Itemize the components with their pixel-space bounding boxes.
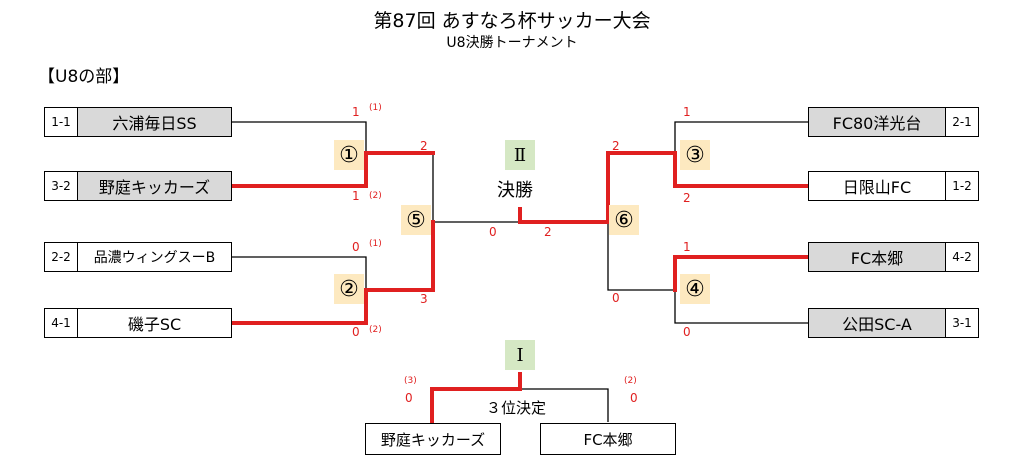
win-m2 [230,220,435,325]
match-1-badge: ① [334,140,364,170]
seed-right-1: 2-1 [945,107,979,137]
team-right-3: FC本郷 [808,242,946,272]
score-m5-bot: 3 [420,292,428,306]
win-third [430,372,522,424]
seed-left-3: 2-2 [44,242,78,272]
match-3-badge: ③ [680,140,710,170]
line-r4 [674,290,808,324]
page-title: 第87回 あすなろ杯サッカー大会 [373,10,651,32]
line-m6-bottom [607,222,675,291]
third-round-badge: Ⅰ [505,340,535,370]
line-l3 [232,256,367,290]
team-right-2: 日限山FC [808,171,946,201]
seed-left-4: 4-1 [44,308,78,338]
team-left-1: 六浦毎日SS [77,107,232,137]
team-left-2: 野庭キッカーズ [77,171,232,201]
seed-right-4: 3-1 [945,308,979,338]
third-team-left: 野庭キッカーズ [365,423,501,455]
line-l1 [232,121,367,153]
match-5-badge: ⑤ [401,205,431,235]
team-left-3: 品濃ウィングスーB [77,242,232,272]
section-label: 【U8の部】 [38,67,130,87]
score-final-right: 2 [544,225,552,239]
win-m1 [230,151,435,188]
seed-left-2: 3-2 [44,171,78,201]
team-right-4: 公田SC-A [808,308,946,338]
line-r1 [674,121,808,153]
score-m6-bot: 0 [612,291,620,305]
pk-third-left: (3) [404,376,417,386]
match-6-badge: ⑥ [609,205,639,235]
seed-left-1: 1-1 [44,107,78,137]
seed-right-2: 1-2 [945,171,979,201]
team-left-4: 磯子SC [77,308,232,338]
match-2-badge: ② [334,274,364,304]
final-label: 決勝 [497,180,533,201]
score-m5-top: 2 [420,139,428,153]
score-third-left: 0 [405,391,413,405]
pk-m2-bot: (2) [369,325,382,335]
third-label: ３位決定 [486,399,547,417]
match-4-badge: ④ [680,274,710,304]
score-m2-top: 0 [352,240,360,254]
pk-m1-bot: (2) [369,191,382,201]
score-final-left: 0 [489,225,497,239]
pk-m1-top: (1) [369,103,382,113]
score-third-right: 0 [630,391,638,405]
team-right-1: FC80洋光台 [808,107,946,137]
pk-third-right: (2) [624,376,637,386]
final-round-badge: Ⅱ [505,140,535,170]
score-m2-bot: 0 [352,325,360,339]
score-m1-bot: 1 [352,189,360,203]
line-third-right [520,388,609,422]
win-m4 [673,255,810,292]
score-m6-top: 2 [612,139,620,153]
score-m1-top: 1 [352,105,360,119]
win-m5 [518,207,610,224]
score-m4-bot: 0 [683,325,691,339]
score-m4-top: 1 [683,240,691,254]
score-m3-top: 1 [683,105,691,119]
page-subtitle: U8決勝トーナメント [446,35,578,51]
third-team-right: FC本郷 [540,423,676,455]
pk-m2-top: (1) [369,239,382,249]
win-m3 [606,151,810,224]
seed-right-3: 4-2 [945,242,979,272]
score-m3-bot: 2 [683,191,691,205]
